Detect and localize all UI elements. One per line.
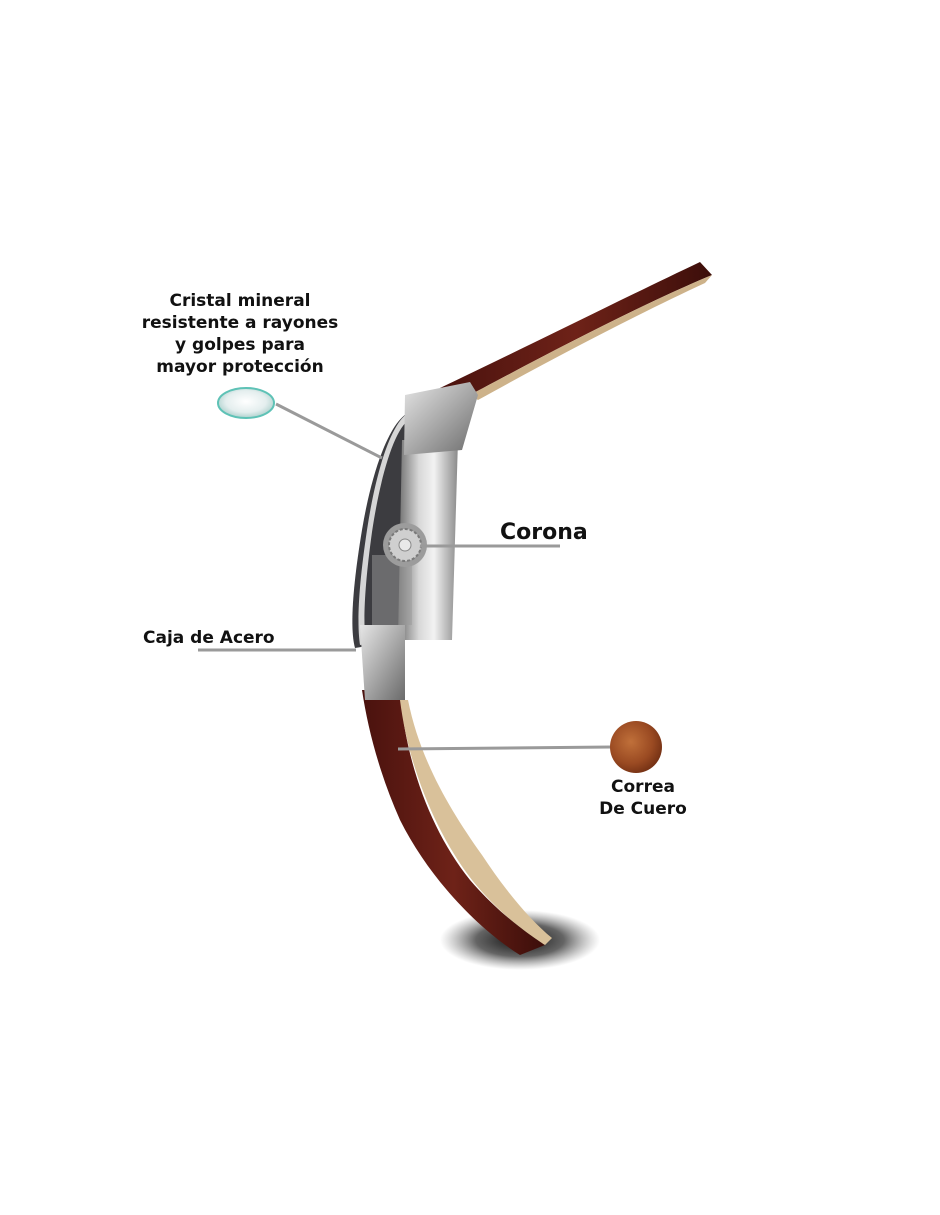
crystal-callout-label: Cristal mineral resistente a rayones y g… [130, 290, 350, 378]
case-callout-label: Caja de Acero [143, 628, 275, 648]
crystal-callout-line-3: y golpes para [175, 335, 305, 355]
strap-leader-line [397, 745, 613, 751]
lower-strap [362, 690, 552, 955]
crown-callout-label: Corona [500, 520, 588, 545]
crown-icon [383, 523, 427, 567]
crystal-callout-line-4: mayor protección [156, 357, 324, 377]
crystal-glass-icon [217, 387, 275, 419]
leather-swatch-icon [610, 721, 662, 773]
upper-strap [440, 262, 712, 400]
strap-callout-line-1: Correa [611, 777, 675, 797]
crystal-callout-line-1: Cristal mineral [169, 291, 311, 311]
crystal-callout-line-2: resistente a rayones [141, 313, 339, 333]
strap-callout-line-2: De Cuero [599, 799, 687, 819]
strap-callout-label: Correa De Cuero [578, 776, 708, 820]
crystal-leader-line [275, 402, 383, 460]
